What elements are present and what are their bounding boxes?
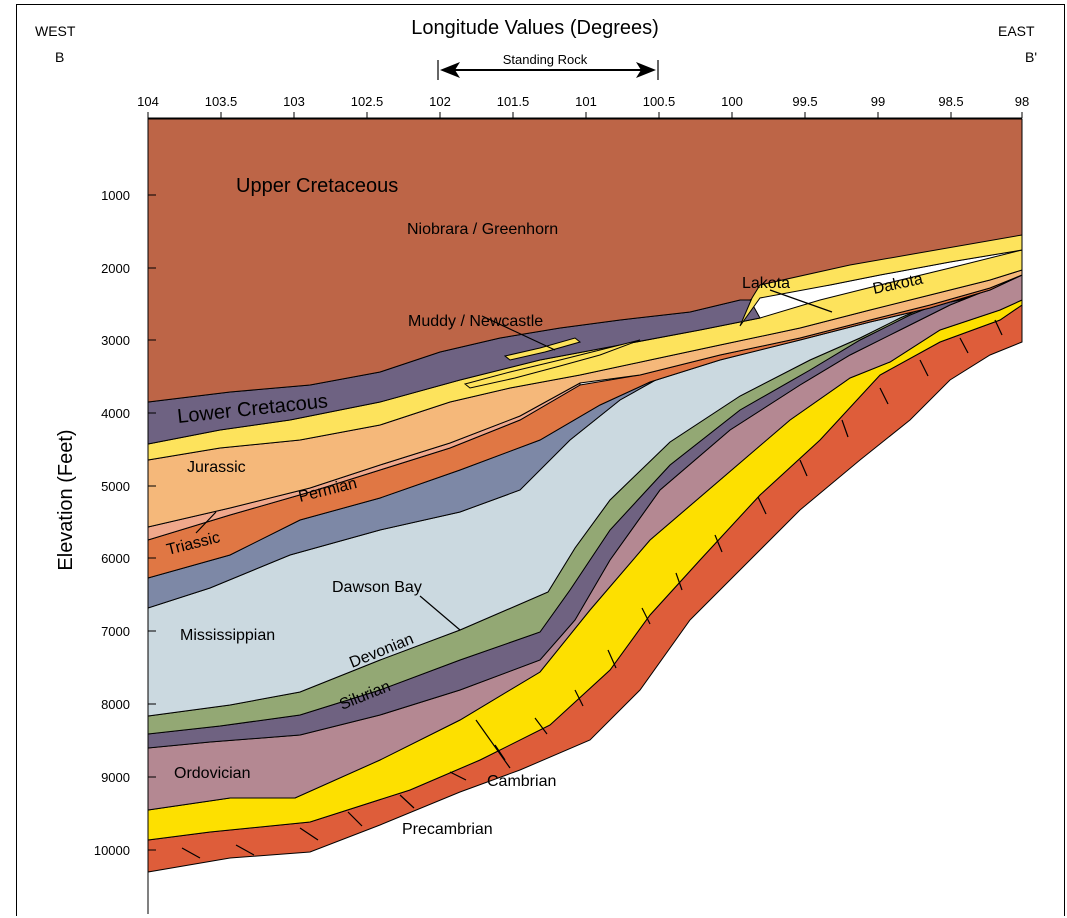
triassic-leader bbox=[195, 511, 217, 534]
label-jurassic: Jurassic bbox=[187, 459, 246, 476]
arrow-left-icon bbox=[440, 62, 460, 78]
x-tick-101: 101 bbox=[575, 94, 597, 109]
y-tick-6000: 6000 bbox=[101, 551, 130, 566]
y-tick-1000: 1000 bbox=[101, 188, 130, 203]
x-tick-103: 103 bbox=[283, 94, 305, 109]
x-tick-98: 98 bbox=[1015, 94, 1029, 109]
precambrian-hatching bbox=[181, 319, 1003, 859]
label-niobrara: Niobrara / Greenhorn bbox=[407, 221, 558, 238]
x-tick-100-5: 100.5 bbox=[643, 94, 676, 109]
muddy-lens-lower bbox=[463, 339, 641, 389]
x-tick-103-5: 103.5 bbox=[205, 94, 238, 109]
cambrian-leader bbox=[475, 719, 511, 769]
label-cambrian: Cambrian bbox=[487, 773, 556, 790]
y-tick-marks bbox=[148, 194, 156, 851]
y-tick-7000: 7000 bbox=[101, 624, 130, 639]
x-tick-102-5: 102.5 bbox=[351, 94, 384, 109]
label-lakota: Lakota bbox=[742, 275, 790, 292]
x-tick-99: 99 bbox=[871, 94, 885, 109]
label-muddy: Muddy / Newcastle bbox=[408, 313, 543, 330]
x-tick-104: 104 bbox=[137, 94, 159, 109]
muddy-leader bbox=[481, 315, 556, 351]
arrow-right-icon bbox=[636, 62, 656, 78]
x-tick-100: 100 bbox=[721, 94, 743, 109]
x-axis-title: Longitude Values (Degrees) bbox=[411, 17, 659, 39]
y-tick-10000: 10000 bbox=[94, 843, 130, 858]
x-tick-marks bbox=[147, 112, 1023, 118]
x-tick-101-5: 101.5 bbox=[497, 94, 530, 109]
x-tick-labels: 104 103.5 103 102.5 102 101.5 101 100.5 … bbox=[137, 94, 1029, 109]
label-upper-cretaceous: Upper Cretaceous bbox=[236, 175, 398, 197]
label-precambrian: Precambrian bbox=[402, 821, 493, 838]
x-tick-98-5: 98.5 bbox=[938, 94, 963, 109]
figure-frame bbox=[16, 4, 1065, 916]
y-tick-3000: 3000 bbox=[101, 333, 130, 348]
muddy-lens-upper bbox=[503, 337, 582, 361]
y-tick-8000: 8000 bbox=[101, 697, 130, 712]
east-label: EAST bbox=[998, 23, 1035, 39]
x-tick-102: 102 bbox=[429, 94, 451, 109]
y-tick-labels: 1000 2000 3000 4000 5000 6000 7000 8000 … bbox=[94, 188, 130, 858]
y-tick-5000: 5000 bbox=[101, 479, 130, 494]
standing-rock-label: Standing Rock bbox=[503, 52, 588, 67]
label-ordovician: Ordovician bbox=[174, 765, 250, 782]
lakota-leader bbox=[769, 289, 833, 313]
standing-rock-range: Standing Rock bbox=[437, 52, 659, 80]
west-point-label: B bbox=[55, 49, 64, 65]
x-tick-99-5: 99.5 bbox=[792, 94, 817, 109]
label-dawson-bay: Dawson Bay bbox=[332, 579, 422, 596]
y-tick-9000: 9000 bbox=[101, 770, 130, 785]
dawson-bay-leader bbox=[419, 595, 461, 631]
y-tick-2000: 2000 bbox=[101, 261, 130, 276]
y-axis-title: Elevation (Feet) bbox=[55, 429, 77, 570]
west-label: WEST bbox=[35, 23, 76, 39]
y-tick-4000: 4000 bbox=[101, 406, 130, 421]
east-point-label: B' bbox=[1025, 49, 1037, 65]
label-mississippian: Mississippian bbox=[180, 627, 275, 644]
lakota-lens bbox=[739, 234, 1023, 327]
